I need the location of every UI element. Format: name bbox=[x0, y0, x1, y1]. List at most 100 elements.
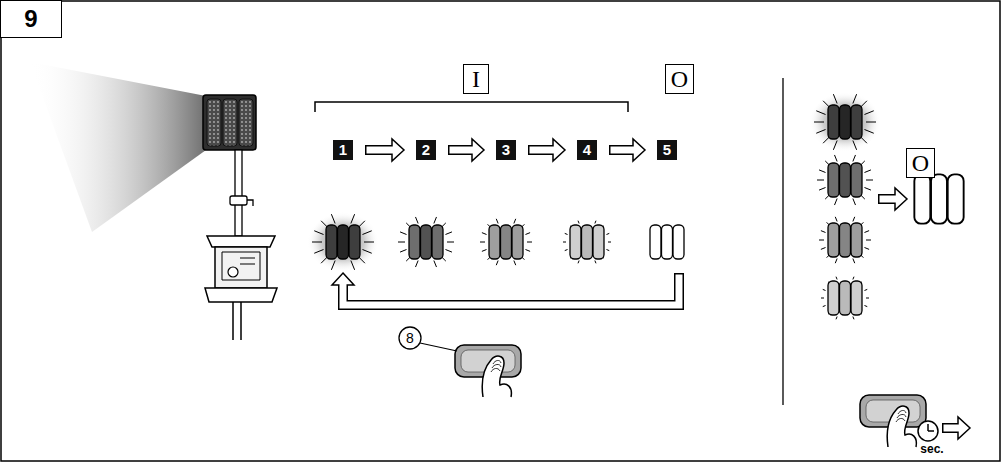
light-ray bbox=[434, 217, 437, 223]
light-ray bbox=[595, 261, 596, 264]
lamp-panel bbox=[501, 225, 512, 259]
lamp-icon bbox=[817, 155, 873, 205]
light-ray bbox=[823, 305, 826, 306]
symbol-box: I bbox=[463, 64, 489, 94]
lamp-icon bbox=[636, 211, 698, 273]
light-ray bbox=[866, 240, 871, 241]
light-ray bbox=[866, 180, 873, 181]
arrow-head bbox=[392, 139, 404, 161]
light-ray bbox=[833, 94, 837, 103]
light-ray bbox=[578, 221, 579, 224]
lamp-icon bbox=[821, 277, 869, 320]
light-ray bbox=[480, 242, 485, 243]
light-ray bbox=[853, 277, 854, 280]
arrow-head bbox=[895, 188, 907, 210]
arrow-head bbox=[633, 139, 645, 161]
light-ray bbox=[606, 249, 609, 250]
lamp-panel bbox=[582, 225, 593, 259]
lamp-panel bbox=[931, 174, 947, 223]
lamp-panel bbox=[840, 223, 851, 257]
light-ray bbox=[514, 219, 516, 224]
arrow-inner bbox=[450, 147, 474, 154]
light-ray bbox=[836, 277, 837, 280]
light-ray bbox=[482, 233, 487, 235]
light-ray bbox=[496, 261, 498, 266]
light-ray bbox=[864, 129, 873, 133]
button-press bbox=[455, 345, 521, 397]
light-ray bbox=[565, 233, 568, 234]
light-ray bbox=[864, 170, 870, 173]
light-ray bbox=[578, 261, 579, 264]
figure-number: 9 bbox=[24, 7, 37, 31]
light-ray bbox=[819, 170, 825, 173]
light-ray bbox=[821, 298, 824, 299]
light-ray bbox=[514, 261, 516, 266]
light-ray bbox=[434, 261, 437, 267]
light-ray bbox=[819, 240, 824, 241]
figure-tab: 9 bbox=[0, 0, 62, 38]
step-number: 3 bbox=[496, 140, 516, 160]
symbol-box: O bbox=[665, 64, 694, 94]
lamp-icon bbox=[914, 174, 963, 223]
mode-symbol: I bbox=[472, 67, 480, 91]
arrow-head bbox=[332, 273, 354, 285]
light-ray bbox=[819, 187, 825, 190]
lamp-panel bbox=[489, 225, 500, 259]
light-ray bbox=[608, 242, 611, 243]
light-ray bbox=[447, 242, 454, 243]
arrow-inner bbox=[367, 147, 394, 154]
step-number: 1 bbox=[333, 140, 353, 160]
light-ray bbox=[853, 317, 854, 320]
arrow-inner bbox=[880, 196, 897, 203]
light-ray bbox=[482, 249, 487, 251]
lamp-panel bbox=[840, 163, 851, 197]
light-ray bbox=[331, 261, 335, 270]
light-ray bbox=[314, 231, 323, 235]
hollow-arrow bbox=[528, 139, 565, 161]
callout-number: 8 bbox=[406, 331, 414, 345]
light-ray bbox=[565, 249, 568, 250]
light-ray bbox=[864, 305, 867, 306]
lamp-panel bbox=[828, 105, 839, 139]
clock-icon bbox=[918, 421, 938, 441]
light-ray bbox=[362, 249, 371, 253]
time-unit: sec. bbox=[920, 443, 943, 455]
light-ray bbox=[835, 217, 837, 222]
light-ray bbox=[853, 141, 857, 150]
lamp-icon bbox=[395, 211, 457, 273]
light-ray bbox=[398, 242, 405, 243]
light-ray bbox=[814, 122, 824, 123]
light-ray bbox=[835, 155, 838, 161]
light-ray bbox=[606, 233, 609, 234]
lamp-panel bbox=[570, 225, 581, 259]
hollow-arrow bbox=[609, 139, 645, 161]
lamp-panel bbox=[409, 225, 420, 259]
light-ray bbox=[866, 122, 876, 123]
light-ray bbox=[853, 259, 855, 264]
step-number: 5 bbox=[657, 140, 677, 160]
light-ray bbox=[351, 261, 355, 270]
lamp-glow bbox=[809, 92, 881, 152]
light-ray bbox=[314, 249, 323, 253]
light-ray bbox=[816, 129, 825, 133]
hollow-arrow bbox=[448, 139, 484, 161]
work-light bbox=[203, 95, 277, 340]
lamp-icon bbox=[475, 211, 537, 273]
light-ray bbox=[445, 249, 451, 252]
lamp-glow bbox=[307, 212, 379, 272]
light-ray bbox=[835, 199, 838, 205]
light-ray bbox=[351, 214, 355, 223]
lamp-panel bbox=[948, 174, 964, 223]
arrow-inner bbox=[343, 275, 679, 306]
divider-line bbox=[782, 78, 783, 405]
light-ray bbox=[833, 141, 837, 150]
light-ray bbox=[331, 214, 335, 223]
arrow-outline bbox=[343, 273, 679, 305]
lamp-panel bbox=[851, 163, 862, 197]
lamp-panel bbox=[673, 225, 684, 259]
light-ray bbox=[866, 298, 869, 299]
range-bracket bbox=[315, 102, 628, 112]
lamp-panel bbox=[851, 223, 862, 257]
light-beam bbox=[30, 62, 206, 232]
